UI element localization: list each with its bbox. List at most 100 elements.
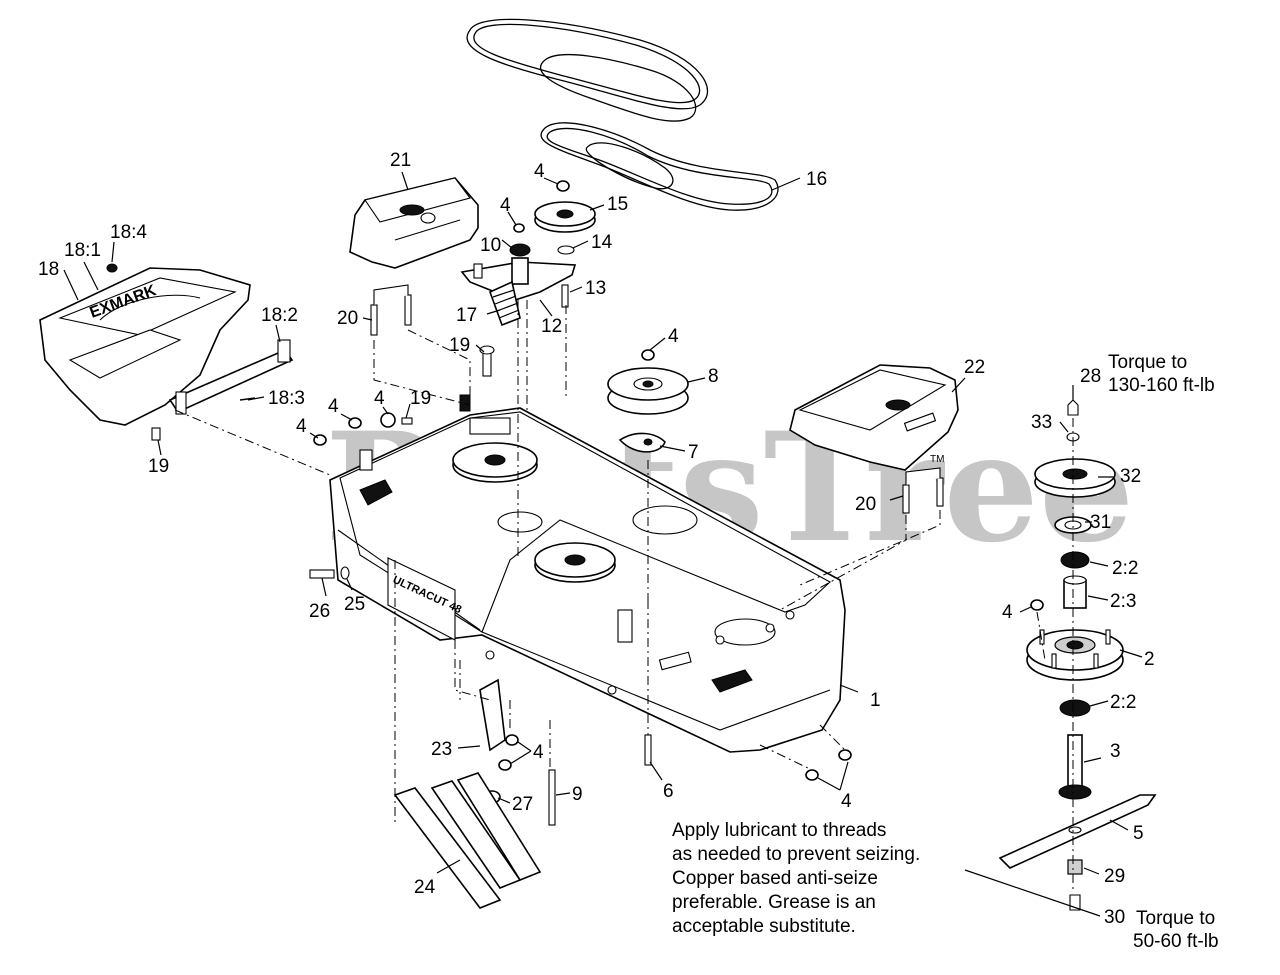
callout-31: 31 (1090, 512, 1111, 533)
torque-bottom-line2: 50-60 ft-lb (1133, 931, 1219, 952)
assembly-lines (174, 300, 1074, 890)
callout-6: 6 (663, 781, 674, 802)
spindle-housing-2 (1026, 629, 1124, 681)
deck-bracket-left (359, 449, 373, 471)
callout-8: 8 (708, 366, 719, 387)
callout-4-deck-a: 4 (328, 396, 339, 417)
bearing-2-2-bottom (1059, 699, 1091, 717)
spindle-shaft-3 (1058, 734, 1092, 800)
callout-5: 5 (1133, 823, 1144, 844)
callout-14: 14 (591, 232, 613, 253)
callout-4-deck-c: 4 (374, 388, 385, 409)
washer-25 (340, 566, 350, 580)
callout-9: 9 (572, 784, 583, 805)
callout-2-3: 2:3 (1110, 591, 1136, 612)
callout-7: 7 (688, 442, 699, 463)
torque-top-line1: Torque to (1108, 352, 1187, 373)
nut-4-spindle (1030, 599, 1044, 611)
callout-27: 27 (512, 794, 533, 815)
nut-4-arm (513, 223, 525, 233)
callout-22: 22 (964, 357, 985, 378)
callout-12: 12 (541, 316, 562, 337)
callout-30: 30 (1104, 907, 1125, 928)
callout-4-pulley8: 4 (668, 326, 679, 347)
watermark-trademark: TM (930, 454, 944, 465)
bearing-2-2-top (1060, 551, 1090, 569)
pivot-spacer (511, 257, 529, 285)
bearing-10 (509, 243, 531, 257)
callout-13: 13 (585, 278, 606, 299)
callout-18: 18 (38, 259, 59, 280)
spacer-7 (618, 432, 666, 453)
callout-19-left: 19 (148, 456, 169, 477)
nut-4-bracket-b (498, 759, 512, 771)
bracket-23 (479, 678, 506, 752)
pin-18-3 (239, 397, 256, 401)
washer-14 (557, 245, 575, 255)
nut-4-top (556, 180, 570, 192)
callout-2-2-bottom: 2:2 (1110, 692, 1136, 713)
callout-20-right: 20 (855, 494, 876, 515)
torque-top-line2: 130-160 ft-lb (1108, 375, 1215, 396)
callout-25: 25 (344, 594, 365, 615)
callout-19-center: 19 (449, 335, 470, 356)
nut-4-pulley8 (641, 349, 655, 361)
callout-26: 26 (309, 601, 330, 622)
belt-cover-18: EXMARK (39, 267, 251, 426)
note-line-3: Copper based anti-seize (672, 868, 878, 889)
callout-18-1: 18:1 (64, 240, 101, 261)
bolts-20-left (370, 284, 412, 336)
callout-15: 15 (607, 194, 628, 215)
lubrication-note: Apply lubricant to threads as needed to … (672, 820, 920, 937)
callout-19-deck: 19 (410, 388, 431, 409)
callout-23: 23 (431, 739, 452, 760)
bolt-9 (548, 769, 556, 826)
bolt-6 (644, 734, 652, 766)
callout-29: 29 (1104, 866, 1125, 887)
torque-bottom-line1: Torque to (1136, 908, 1215, 929)
callout-4-spindle: 4 (1002, 602, 1013, 623)
bolt-26 (309, 569, 335, 579)
callout-labels: 1 2 2:2 2:3 2:2 3 5 29 30 Torque to 50-6… (38, 150, 1219, 952)
callout-24: 24 (414, 877, 436, 898)
callout-2-2-top: 2:2 (1112, 558, 1138, 579)
bolt-28 (1067, 399, 1079, 416)
callout-4-top: 4 (534, 161, 545, 182)
callout-18-2: 18:2 (261, 305, 298, 326)
callout-21: 21 (390, 150, 411, 171)
bolts-20-right (902, 467, 944, 514)
washer-29 (1067, 859, 1083, 875)
callout-10: 10 (480, 235, 501, 256)
bolt-13 (561, 284, 569, 308)
bolt-19-left (151, 427, 161, 441)
callout-2: 2 (1144, 649, 1155, 670)
spring-17 (488, 280, 521, 327)
nut-4-bracket-a (505, 734, 519, 746)
mower-deck-1: ULTRACUT 48 (329, 407, 846, 753)
callout-18-4: 18:4 (110, 222, 147, 243)
callout-32: 32 (1120, 466, 1141, 487)
nut-18-4 (106, 263, 118, 273)
callout-20-left: 20 (337, 308, 358, 329)
note-line-5: acceptable substitute. (672, 916, 856, 937)
note-line-1: Apply lubricant to threads (672, 820, 886, 841)
nut-4-c (380, 412, 396, 428)
nut-4-a (348, 417, 362, 429)
callout-4-deck-bottom: 4 (841, 791, 852, 812)
callout-1: 1 (870, 690, 881, 711)
nut-4-deck-a (805, 769, 819, 781)
cover-bracket-18-2 (168, 339, 294, 415)
baffle-24 (393, 772, 542, 909)
spindle-pulley-32 (1034, 458, 1116, 498)
callout-3: 3 (1110, 741, 1121, 762)
deck-bracket (459, 394, 471, 412)
note-line-2: as needed to prevent seizing. (672, 844, 920, 865)
callout-28: 28 (1080, 366, 1101, 387)
callout-33: 33 (1031, 412, 1052, 433)
bolt-19-deck (401, 417, 413, 425)
belt-cover-22 (789, 364, 959, 471)
callout-4-deck-b: 4 (296, 416, 307, 437)
callout-17: 17 (456, 305, 477, 326)
